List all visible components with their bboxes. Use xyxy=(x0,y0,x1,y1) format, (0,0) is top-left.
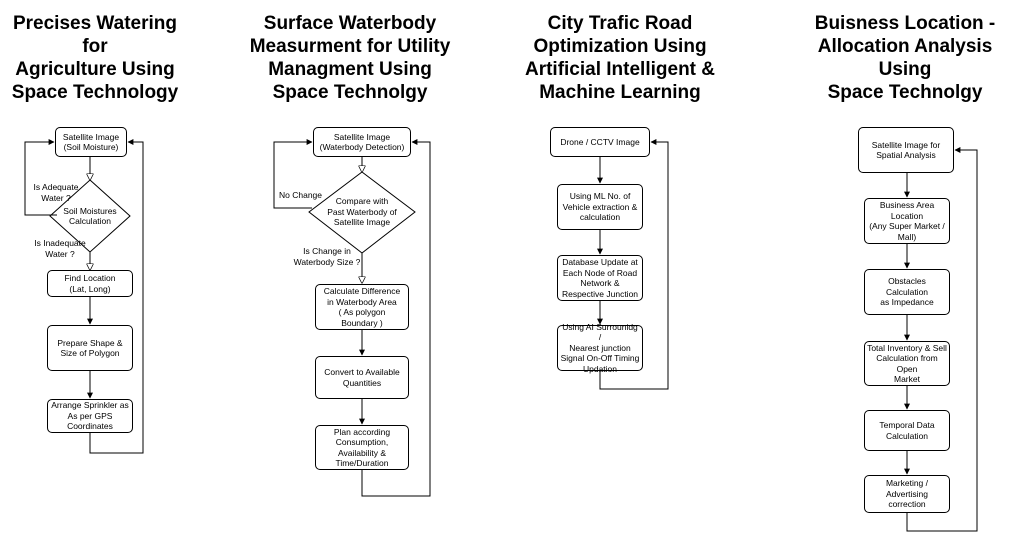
d1-inadequate-water-label: Is Inadequate Water ? xyxy=(34,238,86,259)
d1-arrange-sprinkler-node: Arrange Sprinkler as As per GPS Coordina… xyxy=(47,399,133,433)
d3-drone-cctv-node: Drone / CCTV Image xyxy=(550,127,650,157)
diagram2-title: Surface Waterbody Measurment for Utility… xyxy=(249,13,451,103)
d2-is-change-label: Is Change in Waterbody Size ? xyxy=(293,246,361,267)
d1-find-location-node: Find Location (Lat, Long) xyxy=(47,270,133,297)
d4-marketing-node: Marketing / Advertising correction xyxy=(864,475,950,513)
d1-satellite-image-node: Satellite Image (Soil Moisture) xyxy=(55,127,127,157)
d3-ml-extraction-node: Using ML No. of Vehicle extraction & cal… xyxy=(557,184,643,230)
d2-calculate-difference-node: Calculate Difference in Waterbody Area (… xyxy=(315,284,409,330)
d4-business-area-node: Business Area Location (Any Super Market… xyxy=(864,198,950,244)
d4-inventory-node: Total Inventory & Sell Calculation from … xyxy=(864,341,950,386)
d4-obstacles-node: Obstacles Calculation as Impedance xyxy=(864,269,950,315)
d2-plan-node: Plan according Consumption, Availability… xyxy=(315,425,409,470)
d2-satellite-image-node: Satellite Image (Waterbody Detection) xyxy=(313,127,411,157)
d2-compare-decision-text: Compare with Past Waterbody of Satellite… xyxy=(327,196,397,228)
diagram3-title: City Trafic Road Optimization Using Arti… xyxy=(524,13,716,103)
d3-ai-signal-node: Using AI Surrounidg / Nearest junction S… xyxy=(557,322,643,374)
d1-soil-moisture-decision-text: Soil Moistures Calculation xyxy=(63,205,117,227)
d1-adequate-water-label: Is Adequate Water ? xyxy=(33,182,79,203)
diagram1-title: Precises Watering for Agriculture Using … xyxy=(11,13,179,103)
diagram4-title: Buisness Location - Allocation Analysis … xyxy=(814,13,996,103)
d4-temporal-node: Temporal Data Calculation xyxy=(864,410,950,451)
d1-prepare-shape-node: Prepare Shape & Size of Polygon xyxy=(47,325,133,371)
d4-satellite-image-node: Satellite Image for Spatial Analysis xyxy=(858,127,954,173)
d3-database-update-node: Database Update at Each Node of Road Net… xyxy=(557,255,643,301)
d2-convert-quantities-node: Convert to Available Quantities xyxy=(315,356,409,399)
d2-no-change-label: No Change xyxy=(279,190,323,200)
